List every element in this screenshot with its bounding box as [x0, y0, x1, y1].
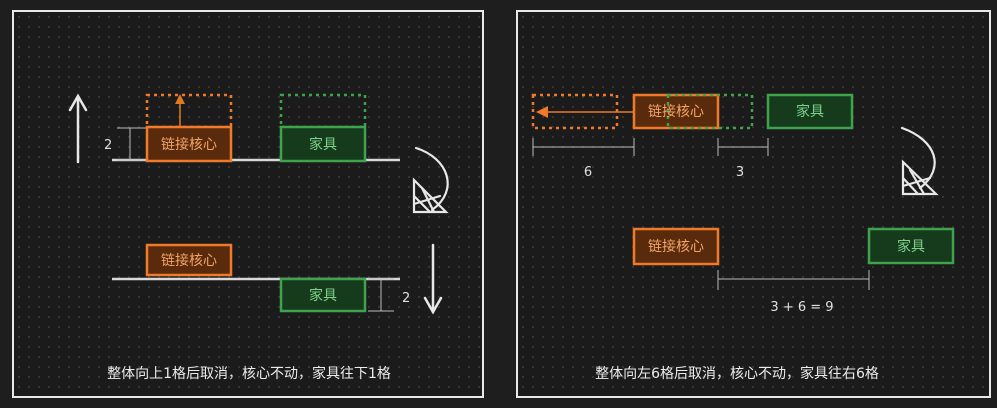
curved-arrow-icon: [412, 146, 449, 214]
core-box: [145, 125, 233, 163]
furniture-box-right-after-label: 家具: [897, 238, 925, 255]
left-panel: [12, 10, 484, 398]
dimension-bottom-label: 2: [402, 291, 410, 306]
furniture-box: [279, 125, 367, 163]
move-left-arrow: [536, 106, 633, 118]
dimension-total-label: 3 + 6 = 9: [770, 300, 833, 315]
core-box-right-after: [632, 227, 720, 266]
curved-arrow-icon-right: [900, 126, 939, 196]
core-box-right-after-label: 链接核心: [648, 238, 704, 255]
dimension-total: [717, 270, 870, 290]
left-caption: 整体向上1格后取消，核心不动，家具往下1格: [107, 365, 391, 382]
dimension-three: [717, 138, 769, 156]
furniture-box-right-label: 家具: [796, 103, 824, 120]
furniture-ghost-right: [666, 93, 754, 130]
furniture-box-right: [766, 93, 854, 130]
dimension-three-label: 3: [736, 165, 744, 180]
core-ghost: [145, 93, 233, 129]
core-box-right-label: 链接核心: [648, 103, 704, 120]
dimension-top-label: 2: [104, 138, 112, 153]
furniture-box-after: [279, 277, 367, 313]
dimension-top: [117, 127, 147, 161]
dimension-six-label: 6: [584, 165, 592, 180]
arrow-up-icon: [68, 93, 88, 164]
core-box-label: 链接核心: [161, 136, 217, 153]
core-box-after: [145, 243, 233, 277]
core-box-right: [632, 93, 720, 130]
move-up-arrow: [175, 94, 185, 128]
core-box-after-label: 链接核心: [161, 252, 217, 269]
furniture-box-right-after: [867, 227, 955, 265]
furniture-ghost: [279, 93, 367, 129]
dimension-six: [532, 138, 635, 156]
right-caption: 整体向左6格后取消，核心不动，家具往右6格: [595, 365, 879, 382]
dimension-bottom: [368, 278, 394, 312]
right-panel: [516, 10, 991, 398]
arrow-down-icon: [423, 243, 443, 315]
furniture-box-label: 家具: [309, 136, 337, 153]
furniture-box-after-label: 家具: [309, 287, 337, 304]
